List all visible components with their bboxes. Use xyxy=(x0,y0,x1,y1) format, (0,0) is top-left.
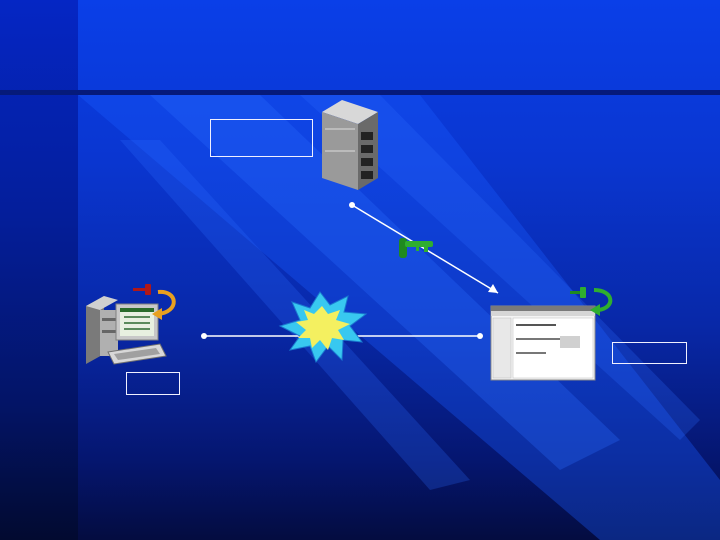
desktop-computer-icon xyxy=(86,296,167,365)
green-key-icon xyxy=(399,238,433,258)
red-plug-icon xyxy=(133,284,176,320)
header-divider xyxy=(0,90,720,95)
server-label-box xyxy=(210,119,313,157)
browser-window-icon xyxy=(490,305,596,381)
browser-label-box xyxy=(612,342,687,364)
server-to-browser-connector xyxy=(349,202,499,294)
client-label-box xyxy=(126,372,180,395)
server-tower-icon xyxy=(322,100,378,190)
green-plug-icon xyxy=(570,287,613,316)
explosion-burst-icon xyxy=(278,291,368,364)
